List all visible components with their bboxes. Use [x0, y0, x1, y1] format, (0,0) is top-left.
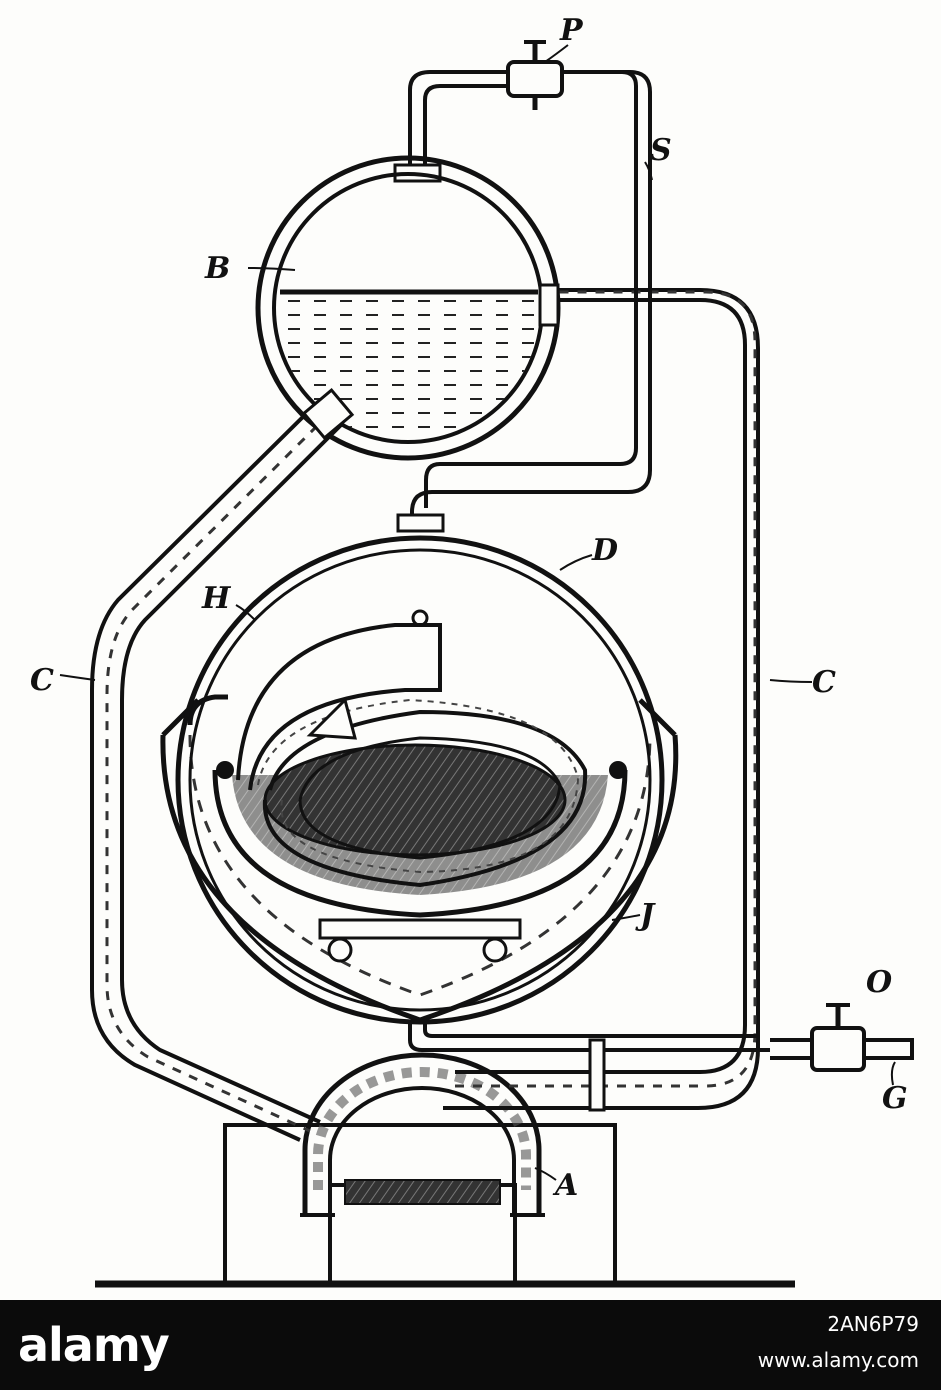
image-id-text: 2AN6P79	[827, 1312, 919, 1336]
digester-d	[160, 535, 679, 1025]
pipe-s	[393, 70, 652, 533]
label-p: P	[559, 13, 584, 48]
leader-lines	[59, 44, 896, 1181]
watermark-bar: alamy 2AN6P79 www.alamy.com	[0, 1300, 941, 1390]
valve-o	[810, 1003, 866, 1072]
apparatus-diagram: P S B D H C C J O G A	[30, 13, 914, 1288]
label-j: J	[635, 898, 656, 933]
valve-p	[506, 40, 564, 110]
brand-logo: alamy	[18, 1318, 170, 1372]
label-h: H	[201, 581, 232, 616]
pipe-c-left	[90, 400, 344, 1142]
engraving-figure: P S B D H C C J O G A	[30, 13, 914, 1288]
letter-labels: P S B D H C C J O G A	[30, 13, 908, 1203]
boiler-a	[300, 1052, 545, 1217]
label-o: O	[866, 965, 892, 1000]
label-b: B	[204, 251, 230, 286]
pipe-c-right	[443, 288, 760, 1110]
label-a: A	[552, 1168, 578, 1203]
label-g: G	[882, 1081, 908, 1116]
site-url-text: www.alamy.com	[757, 1348, 919, 1372]
inner-vessel-h	[212, 609, 628, 963]
label-d: D	[591, 533, 618, 568]
label-c-right: C	[812, 665, 836, 700]
reservoir-b	[255, 155, 561, 461]
label-c-left: C	[30, 663, 54, 698]
label-s: S	[650, 133, 672, 168]
